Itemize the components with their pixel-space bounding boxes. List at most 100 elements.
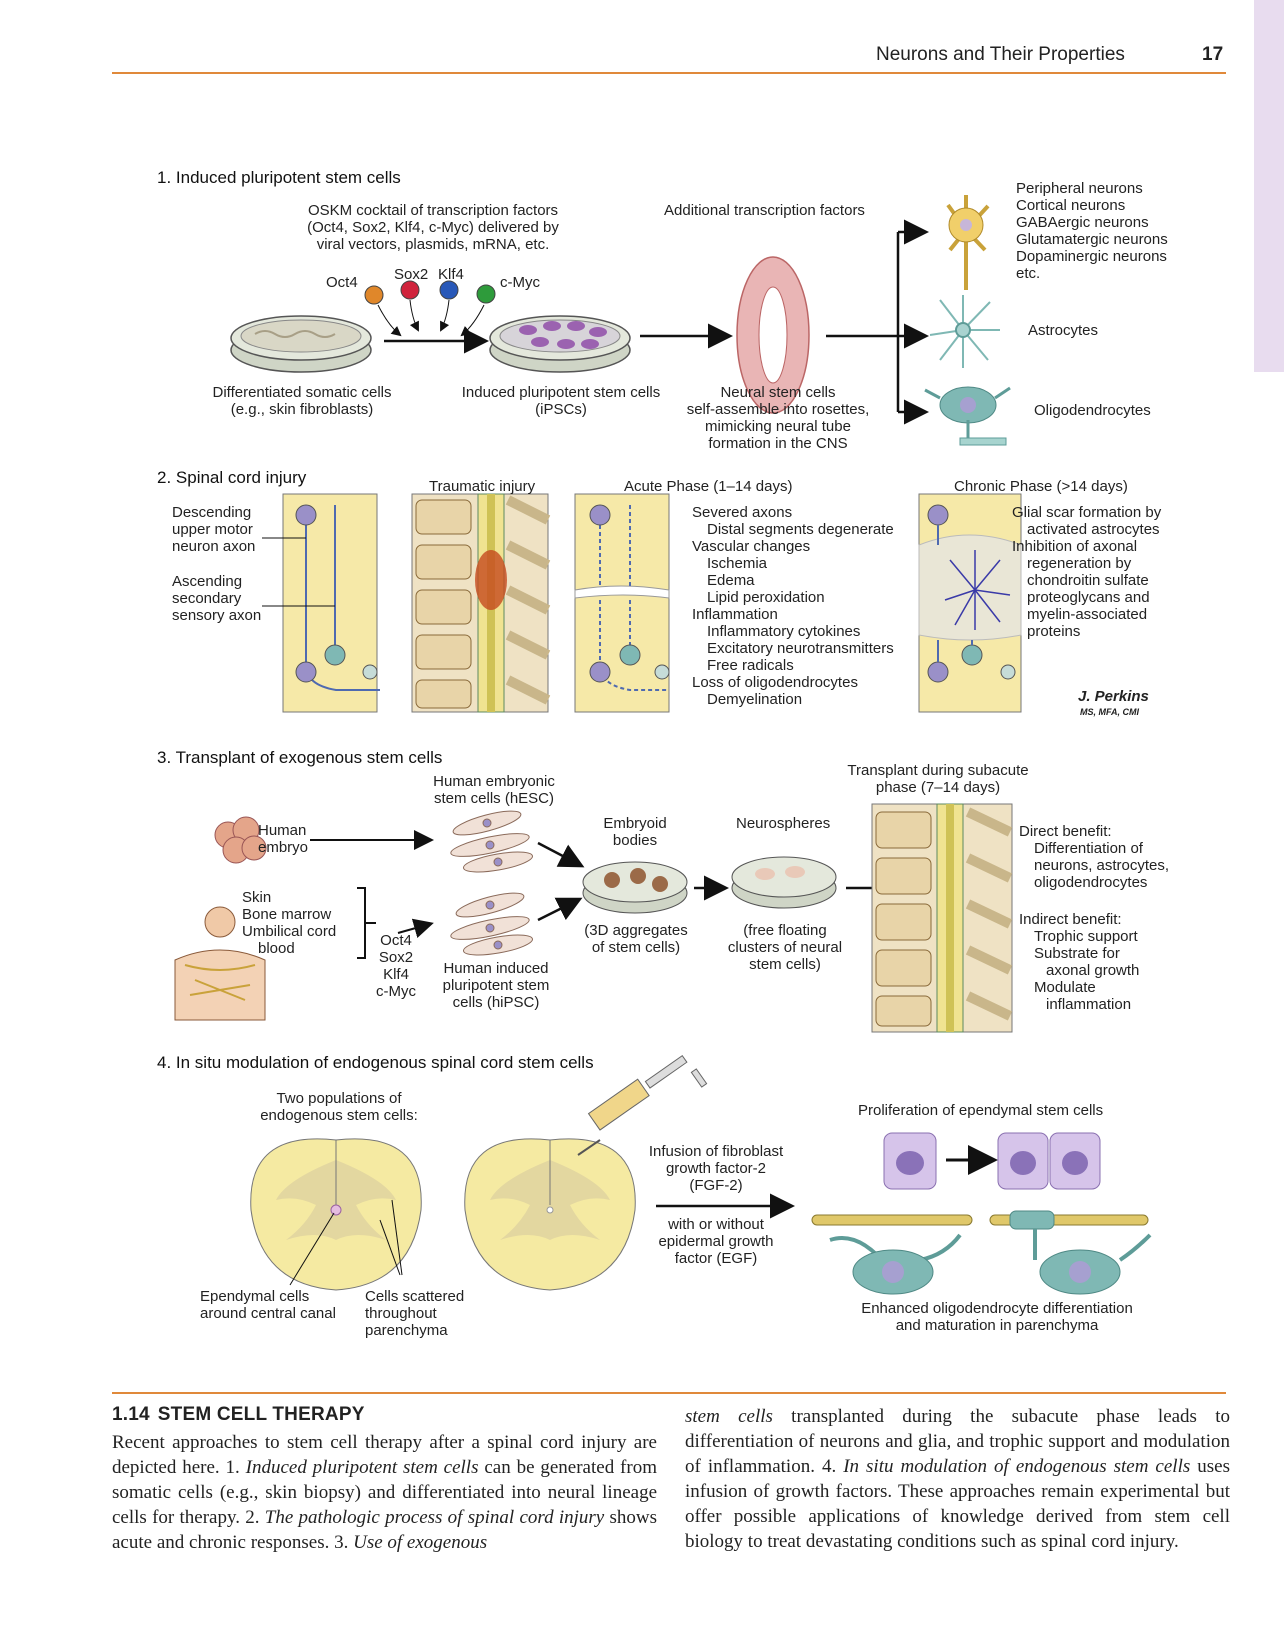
proliferation-label: Proliferation of ependymal stem cells bbox=[858, 1102, 1104, 1119]
descending-line-3: neuron axon bbox=[172, 538, 256, 555]
pathway-schematic bbox=[262, 493, 380, 713]
hesc-line-2: stem cells (hESC) bbox=[433, 790, 555, 807]
illustrator-signature: J. Perkins bbox=[1078, 688, 1149, 705]
ipsc-line-1: Induced pluripotent stem cells bbox=[461, 384, 661, 401]
illustrator-credentials: MS, MFA, CMI bbox=[1080, 707, 1139, 717]
chronic-item: Glial scar formation by bbox=[1012, 504, 1162, 521]
spinal-cord-section-1 bbox=[250, 1138, 422, 1291]
caption-paragraph-left: Recent approaches to stem cell therapy a… bbox=[112, 1430, 657, 1555]
transplant-line-1: Transplant during subacute bbox=[847, 762, 1029, 779]
spinal-cord-section-2 bbox=[464, 1138, 636, 1291]
caption-rule bbox=[112, 1392, 1226, 1394]
neuron-type-4: Glutamatergic neurons bbox=[1016, 231, 1168, 248]
human-embryo-drawing bbox=[214, 816, 267, 864]
two-populations-label: Two populations of endogenous stem cells… bbox=[244, 1090, 434, 1124]
fgf-infusion-label: Infusion of fibroblast growth factor-2 (… bbox=[634, 1143, 798, 1194]
factor-item: Sox2 bbox=[378, 949, 414, 966]
figure: 1. Induced pluripotent stem cells OSKM c… bbox=[157, 168, 1169, 1339]
acute-phase-schematic bbox=[574, 493, 670, 713]
caption-italic-segment: stem cells bbox=[685, 1406, 773, 1427]
eb-line-2: bodies bbox=[612, 832, 658, 849]
cell-sources-list: Skin Bone marrow Umbilical cord blood bbox=[242, 889, 336, 957]
caption-text-segment: Recent approaches to stem cell therapy a… bbox=[112, 1432, 657, 1478]
reprogramming-factors-list: Oct4 Sox2 Klf4 c-Myc bbox=[370, 932, 422, 1000]
caption-paragraph-right: stem cells transplanted during the subac… bbox=[685, 1404, 1230, 1554]
egf-label: with or without epidermal growth factor … bbox=[634, 1216, 798, 1267]
caption-italic-segment: The pathologic process of spinal cord in… bbox=[264, 1507, 605, 1528]
acute-item: Lipid peroxidation bbox=[707, 589, 825, 606]
caption-text-segment: can be generated from somatic cells (e.g… bbox=[112, 1457, 657, 1528]
panel4-artwork bbox=[250, 1054, 1152, 1295]
scattered-cells-label: Cells scattered throughout parenchyma bbox=[365, 1288, 464, 1339]
embryoid-bodies-description: (3D aggregates of stem cells) bbox=[576, 922, 696, 956]
ns-desc-line-2: clusters of neural bbox=[727, 939, 843, 956]
human-figure-drawing bbox=[174, 906, 266, 1021]
chronic-item: proteins bbox=[1027, 623, 1081, 640]
traumatic-injury-label: Traumatic injury bbox=[429, 478, 536, 495]
acute-item: Demyelination bbox=[707, 691, 803, 708]
scattered-line-3: parenchyma bbox=[365, 1322, 448, 1339]
chronic-item: proteoglycans and bbox=[1027, 589, 1150, 606]
nsc-line-3: mimicking neural tube bbox=[705, 418, 851, 435]
chronic-item: regeneration by bbox=[1027, 555, 1132, 572]
descending-line-2: upper motor bbox=[172, 521, 253, 538]
source-item: Umbilical cord bbox=[242, 923, 337, 940]
direct-item: Differentiation of bbox=[1034, 840, 1143, 857]
chronic-item: Inhibition of axonal bbox=[1012, 538, 1138, 555]
panel2-artwork bbox=[262, 493, 1022, 713]
human-embryo-label: Human embryo bbox=[258, 822, 308, 856]
hipsc-line-2: pluripotent stem bbox=[442, 977, 550, 994]
somatic-cells-dish bbox=[230, 315, 372, 373]
acute-item: Edema bbox=[707, 572, 755, 589]
ascending-axon-label: Ascending secondary sensory axon bbox=[172, 573, 261, 624]
hipsc-line-3: cells (hiPSC) bbox=[452, 994, 540, 1011]
ascending-line-1: Ascending bbox=[172, 573, 243, 590]
fgf-line-2: growth factor-2 bbox=[665, 1160, 767, 1177]
transplant-timing-label: Transplant during subacute phase (7–14 d… bbox=[830, 762, 1046, 796]
source-item: Skin bbox=[242, 889, 272, 906]
astrocyte-drawing bbox=[929, 295, 1000, 368]
factor-oct4-label: Oct4 bbox=[326, 274, 358, 291]
neurospheres-description: (free floating clusters of neural stem c… bbox=[720, 922, 850, 973]
caption-column-left: Recent approaches to stem cell therapy a… bbox=[112, 1430, 657, 1555]
enhanced-line-1: Enhanced oligodendrocyte differentiation bbox=[861, 1300, 1133, 1317]
acute-item: Vascular changes bbox=[692, 538, 811, 555]
panel3-title: 3. Transplant of exogenous stem cells bbox=[157, 748, 443, 767]
chronic-responses-list: Glial scar formation by activated astroc… bbox=[1012, 504, 1161, 640]
direct-benefit-list: Direct benefit: Differentiation of neuro… bbox=[1019, 823, 1169, 891]
enhanced-line-2: and maturation in parenchyma bbox=[895, 1317, 1099, 1334]
indirect-item: Substrate for bbox=[1034, 945, 1120, 962]
ependymal-cells-label: Ependymal cells around central canal bbox=[200, 1288, 336, 1322]
neuron-type-5: Dopaminergic neurons bbox=[1016, 248, 1167, 265]
neural-rosette bbox=[736, 256, 810, 414]
traumatic-spine bbox=[411, 493, 551, 713]
indirect-item: inflammation bbox=[1046, 996, 1132, 1013]
panel2-title: 2. Spinal cord injury bbox=[157, 468, 307, 487]
embryo-line-1: Human bbox=[258, 822, 307, 839]
ependymal-cell-single bbox=[883, 1132, 937, 1190]
caption-text-segment: uses infusion of growth factors. These a… bbox=[685, 1456, 1230, 1552]
caption-figure-number: 1.14 bbox=[112, 1404, 150, 1425]
acute-phase-label: Acute Phase (1–14 days) bbox=[624, 478, 793, 495]
fgf-line-1: Infusion of fibroblast bbox=[648, 1143, 784, 1160]
two-pop-line-1: Two populations of bbox=[276, 1090, 402, 1107]
embryoid-bodies-label: Embryoid bodies bbox=[590, 815, 680, 849]
eb-desc-line-2: of stem cells) bbox=[591, 939, 681, 956]
direct-item: neurons, astrocytes, bbox=[1034, 857, 1170, 874]
additional-factors-label: Additional transcription factors bbox=[664, 202, 865, 219]
syringe-drawing bbox=[577, 1054, 708, 1156]
factor-klf4-label: Klf4 bbox=[438, 266, 464, 283]
acute-responses-list: Severed axons Distal segments degenerate… bbox=[692, 504, 894, 708]
two-pop-line-2: endogenous stem cells: bbox=[260, 1107, 418, 1124]
acute-item: Distal segments degenerate bbox=[707, 521, 894, 538]
direct-item: oligodendrocytes bbox=[1034, 874, 1148, 891]
source-item: blood bbox=[258, 940, 295, 957]
factor-sox2-label: Sox2 bbox=[394, 266, 429, 283]
neuron-type-3: GABAergic neurons bbox=[1016, 214, 1149, 231]
caption-italic-segment: In situ modulation of endogenous stem ce… bbox=[843, 1456, 1191, 1477]
hipsc-label: Human induced pluripotent stem cells (hi… bbox=[432, 960, 560, 1011]
hesc-cells-drawing bbox=[450, 810, 533, 873]
indirect-item: Modulate bbox=[1034, 979, 1096, 996]
chronic-item: myelin-associated bbox=[1027, 606, 1148, 623]
